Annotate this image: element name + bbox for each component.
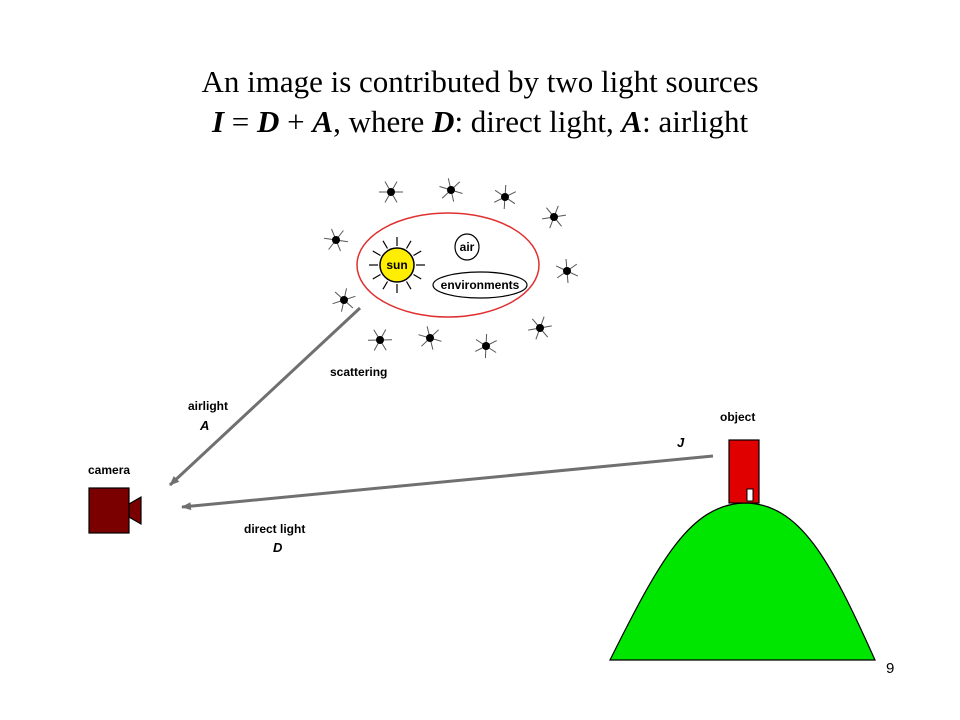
page-number: 9	[886, 660, 895, 677]
sun-ray	[382, 240, 389, 249]
air-particles	[324, 178, 579, 359]
airlight-arrow	[168, 306, 362, 487]
airlight-symbol: A	[199, 418, 209, 433]
air-particle	[528, 316, 552, 340]
camera-lens	[128, 495, 142, 526]
object-label: object	[720, 410, 755, 424]
sun-ray	[405, 281, 412, 290]
air-ellipse	[454, 233, 480, 261]
def-D-text: : direct light,	[454, 104, 622, 139]
sun-rays	[369, 237, 425, 293]
air-particle	[324, 228, 348, 252]
green-hill	[609, 502, 876, 661]
eq-A: A	[312, 104, 334, 139]
sun-ray	[413, 273, 422, 280]
object-rect	[728, 439, 760, 504]
direct-light-label: direct light	[244, 522, 305, 536]
def-A: A	[621, 104, 643, 139]
air-particle	[475, 333, 497, 359]
eq-where: , where	[333, 104, 433, 139]
camera-label: camera	[88, 463, 130, 477]
title-line-1: An image is contributed by two light sou…	[201, 64, 759, 99]
def-A-text: : airlight	[642, 104, 749, 139]
air-particle	[418, 326, 442, 350]
sun-ray	[382, 281, 389, 290]
eq-I: I	[211, 104, 225, 139]
object-symbol: J	[677, 435, 685, 450]
direct-light-arrow	[181, 454, 714, 511]
air-particle	[367, 329, 393, 351]
eq-equals: =	[224, 104, 257, 139]
air-particle	[332, 288, 356, 312]
air-particle	[379, 181, 403, 203]
def-D: D	[432, 104, 455, 139]
sun-ray	[372, 273, 381, 280]
title-line-2: I = D + A, where D: direct light, A: air…	[0, 102, 960, 142]
airlight-label: airlight	[188, 399, 228, 413]
air-particle	[493, 184, 517, 210]
scattering-label: scattering	[330, 365, 387, 379]
air-particle	[555, 258, 579, 284]
air-particle	[542, 205, 566, 229]
slide-title: An image is contributed by two light sou…	[0, 62, 960, 142]
camera-body	[88, 487, 130, 534]
sun-ray	[372, 250, 381, 257]
sun-label: sun	[386, 258, 407, 272]
environments-ellipse	[432, 271, 528, 299]
light-source-ellipse	[356, 212, 540, 318]
sun-ray	[405, 240, 412, 249]
sun-icon	[379, 247, 415, 283]
direct-light-symbol: D	[273, 540, 283, 555]
air-label: air	[460, 240, 475, 254]
sun-ray	[413, 250, 422, 257]
air-particle	[439, 178, 463, 202]
environments-label: environments	[441, 278, 520, 292]
eq-plus: +	[279, 104, 313, 139]
object-door	[746, 488, 754, 502]
eq-D: D	[257, 104, 280, 139]
